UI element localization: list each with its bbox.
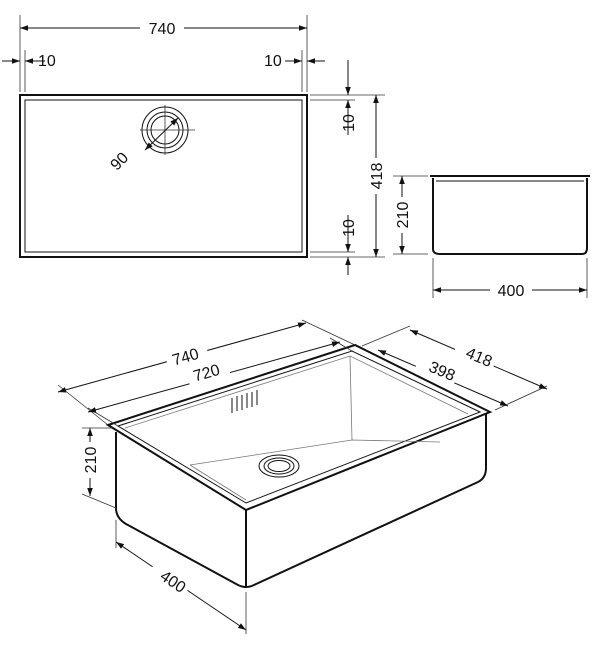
- drain-top: [140, 105, 195, 155]
- overall-width-label: 740: [149, 21, 176, 38]
- iso-body: [115, 414, 487, 588]
- bottom-rim-label: 10: [341, 219, 358, 237]
- sink-outline-outer: [19, 94, 308, 258]
- drain-diameter-leader: [144, 117, 179, 151]
- side-width-label: 400: [498, 283, 525, 300]
- left-rim-label: 10: [38, 53, 56, 70]
- isometric-view: 740 720 418 398 210 400: [57, 319, 548, 634]
- right-rim-label: 10: [264, 53, 282, 70]
- overall-depth-label: 418: [369, 163, 386, 190]
- side-view: 210 400: [392, 175, 590, 300]
- iso-height-label: 210: [83, 447, 100, 474]
- drain-diameter-label: 90: [108, 149, 133, 174]
- sink-outline-inner: [24, 99, 303, 253]
- overflow-slots: [231, 390, 258, 413]
- drain-iso: [258, 454, 300, 478]
- side-profile: [432, 178, 588, 255]
- iso-inner-length-label: 720: [192, 362, 222, 386]
- side-height-label: 210: [395, 202, 412, 229]
- top-rim-label: 10: [341, 114, 358, 132]
- top-view: 90 740 10 10 418 10 10: [2, 15, 386, 275]
